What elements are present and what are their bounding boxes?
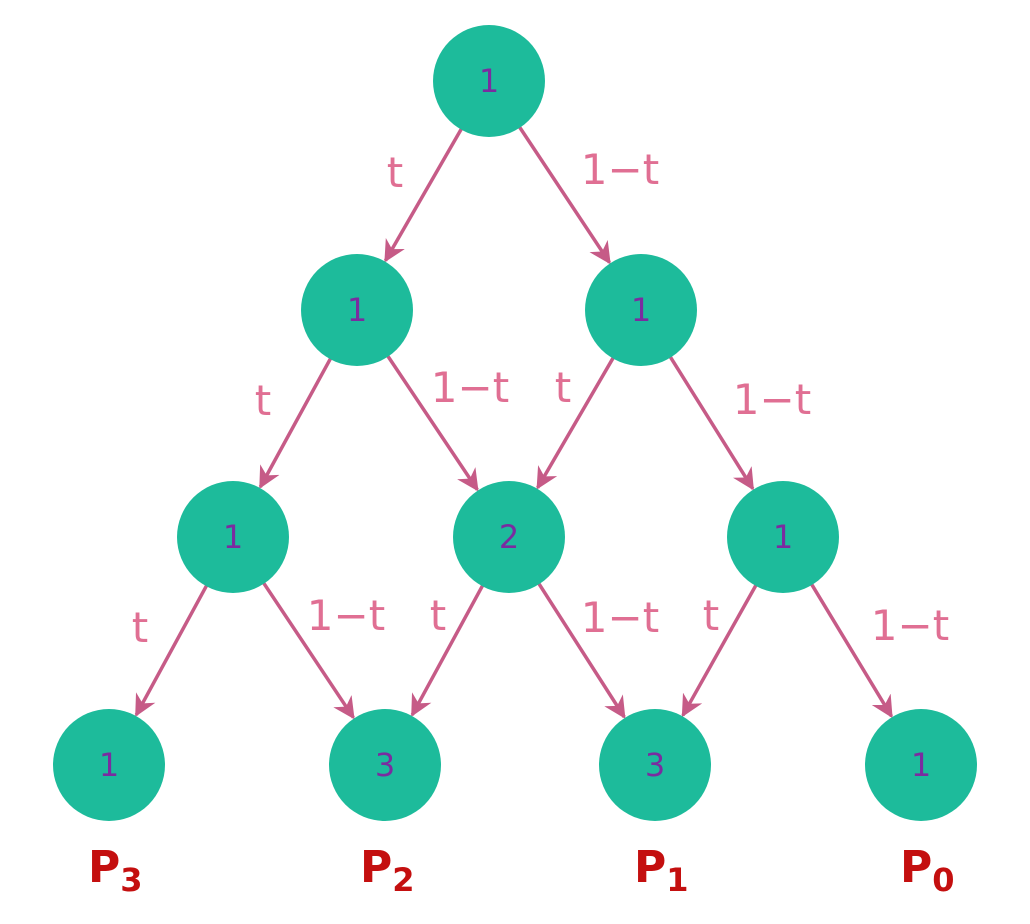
node-circle — [865, 709, 977, 821]
node-circle — [727, 481, 839, 593]
edge-arrow — [517, 125, 611, 265]
node-circle — [453, 481, 565, 593]
edge-label: 1−t — [431, 363, 509, 412]
node-n00: 1 — [433, 25, 545, 137]
edge-n11-n21: t — [536, 356, 615, 490]
edge-n00-n10: t — [383, 127, 464, 263]
edge-label: 1−t — [307, 591, 385, 640]
p-label-subscript: 0 — [932, 861, 954, 899]
edge-arrow — [809, 583, 893, 719]
node-circle — [585, 254, 697, 366]
edge-arrow — [410, 584, 485, 717]
node-circle — [599, 709, 711, 821]
node-value: 3 — [375, 746, 395, 784]
nodes-layer: 1 1 1 1 2 1 1 3 3 1 — [53, 25, 977, 821]
p-label-subscript: 1 — [666, 861, 688, 899]
node-n31: 3 — [329, 709, 441, 821]
edge-arrow — [261, 581, 355, 720]
edge-label: t — [387, 148, 403, 197]
edge-n10-n20: t — [255, 357, 333, 489]
edge-n10-n21: 1−t — [386, 354, 509, 492]
p-label-1: P1 — [634, 842, 689, 899]
edge-arrow — [134, 584, 209, 717]
node-value: 1 — [347, 291, 367, 329]
edge-arrow — [536, 356, 615, 490]
node-n21: 2 — [453, 481, 565, 593]
edge-n22-n32: t — [681, 583, 758, 718]
edge-n11-n22: 1−t — [668, 355, 811, 491]
edge-n22-n33: 1−t — [809, 583, 949, 719]
edge-arrow — [258, 357, 333, 489]
node-value: 3 — [645, 746, 665, 784]
node-value: 1 — [99, 746, 119, 784]
edge-arrow — [537, 582, 626, 719]
edge-label: 1−t — [581, 593, 659, 642]
edge-label: t — [255, 376, 271, 425]
edge-label: t — [132, 603, 148, 652]
edge-label: 1−t — [733, 375, 811, 424]
edge-n21-n31: t — [410, 584, 485, 717]
node-n22: 1 — [727, 481, 839, 593]
edge-arrow — [386, 354, 479, 492]
edge-n20-n30: t — [132, 584, 209, 717]
node-n30: 1 — [53, 709, 165, 821]
edge-arrow — [681, 583, 758, 718]
node-value: 1 — [631, 291, 651, 329]
p-label-3: P3 — [88, 842, 143, 899]
p-label-subscript: 3 — [120, 861, 142, 899]
node-circle — [53, 709, 165, 821]
edge-arrow — [383, 127, 464, 263]
p-label-0: P0 — [900, 842, 955, 899]
p-label-base: P — [900, 842, 932, 893]
edge-arrow — [668, 355, 755, 491]
p-label-base: P — [88, 842, 120, 893]
node-circle — [433, 25, 545, 137]
node-n33: 1 — [865, 709, 977, 821]
node-value: 1 — [911, 746, 931, 784]
edge-label: t — [430, 591, 446, 640]
node-n11: 1 — [585, 254, 697, 366]
p-label-2: P2 — [360, 842, 415, 899]
node-circle — [301, 254, 413, 366]
edge-label: t — [555, 363, 571, 412]
p-label-base: P — [634, 842, 666, 893]
edge-label: 1−t — [581, 145, 659, 194]
node-n10: 1 — [301, 254, 413, 366]
node-n32: 3 — [599, 709, 711, 821]
node-value: 2 — [499, 518, 519, 556]
p-label-subscript: 2 — [392, 861, 414, 899]
p-label-base: P — [360, 842, 392, 893]
edge-label: t — [703, 591, 719, 640]
edge-label: 1−t — [871, 601, 949, 650]
node-n20: 1 — [177, 481, 289, 593]
node-value: 1 — [479, 62, 499, 100]
edge-n20-n31: 1−t — [261, 581, 385, 720]
edge-n00-n11: 1−t — [517, 125, 659, 265]
edge-n21-n32: 1−t — [537, 582, 659, 719]
node-value: 1 — [223, 518, 243, 556]
edges-layer: t 1−t t 1−t t 1−t t 1−t t 1−t t 1−t — [132, 125, 949, 720]
node-circle — [177, 481, 289, 593]
node-value: 1 — [773, 518, 793, 556]
node-circle — [329, 709, 441, 821]
